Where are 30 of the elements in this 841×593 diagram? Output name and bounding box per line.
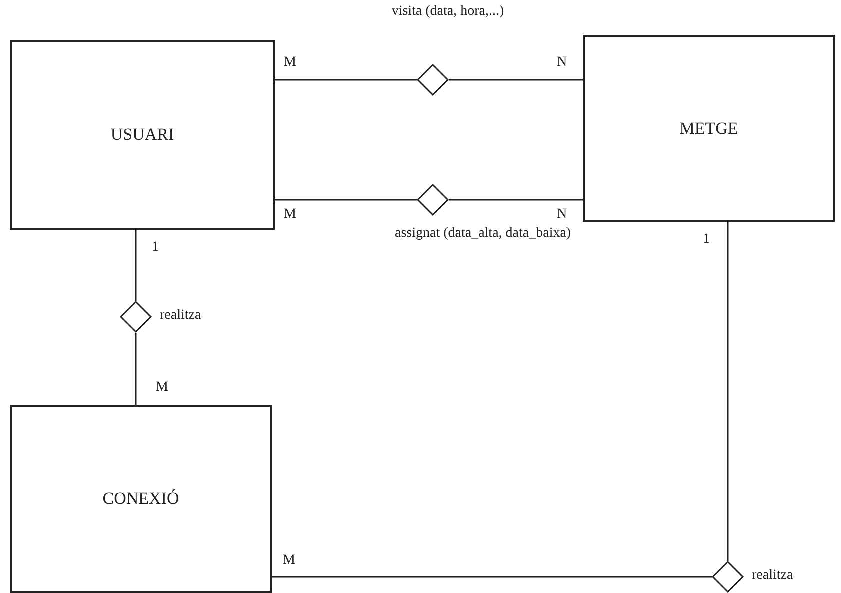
cardinality-label: M bbox=[284, 55, 296, 71]
cardinality-label: N bbox=[557, 207, 568, 223]
entity-name: METGE bbox=[680, 118, 738, 138]
cardinality-label: M bbox=[156, 380, 168, 396]
entity-name: USUARI bbox=[110, 125, 174, 145]
entity-name: CONEXIÓ bbox=[102, 489, 180, 509]
connector-line bbox=[135, 333, 137, 405]
connector-line bbox=[275, 199, 417, 201]
relationship-diamond bbox=[417, 184, 449, 216]
cardinality-label: 1 bbox=[152, 240, 159, 256]
relationship-diamond bbox=[712, 561, 744, 593]
connector-line bbox=[449, 79, 583, 81]
connector-line bbox=[135, 230, 137, 301]
entity-box bbox=[10, 40, 275, 230]
cardinality-label: M bbox=[283, 553, 296, 569]
relationship-diamond bbox=[417, 64, 449, 96]
cardinality-label: 1 bbox=[703, 232, 710, 248]
relationship-label: realitza bbox=[160, 308, 202, 324]
entity-box bbox=[583, 35, 835, 222]
relationship-label: visita (data, hora,...) bbox=[390, 4, 506, 20]
connector-line bbox=[449, 199, 583, 201]
connector-line bbox=[727, 222, 729, 561]
relationship-diamond bbox=[120, 301, 152, 333]
connector-line bbox=[275, 79, 417, 81]
cardinality-label: M bbox=[284, 207, 296, 223]
connector-line bbox=[272, 576, 712, 578]
relationship-label: assignat (data_alta, data_baixa) bbox=[395, 226, 572, 242]
cardinality-label: N bbox=[557, 55, 568, 71]
entity-box bbox=[10, 405, 272, 593]
relationship-label: realitza bbox=[752, 568, 794, 584]
